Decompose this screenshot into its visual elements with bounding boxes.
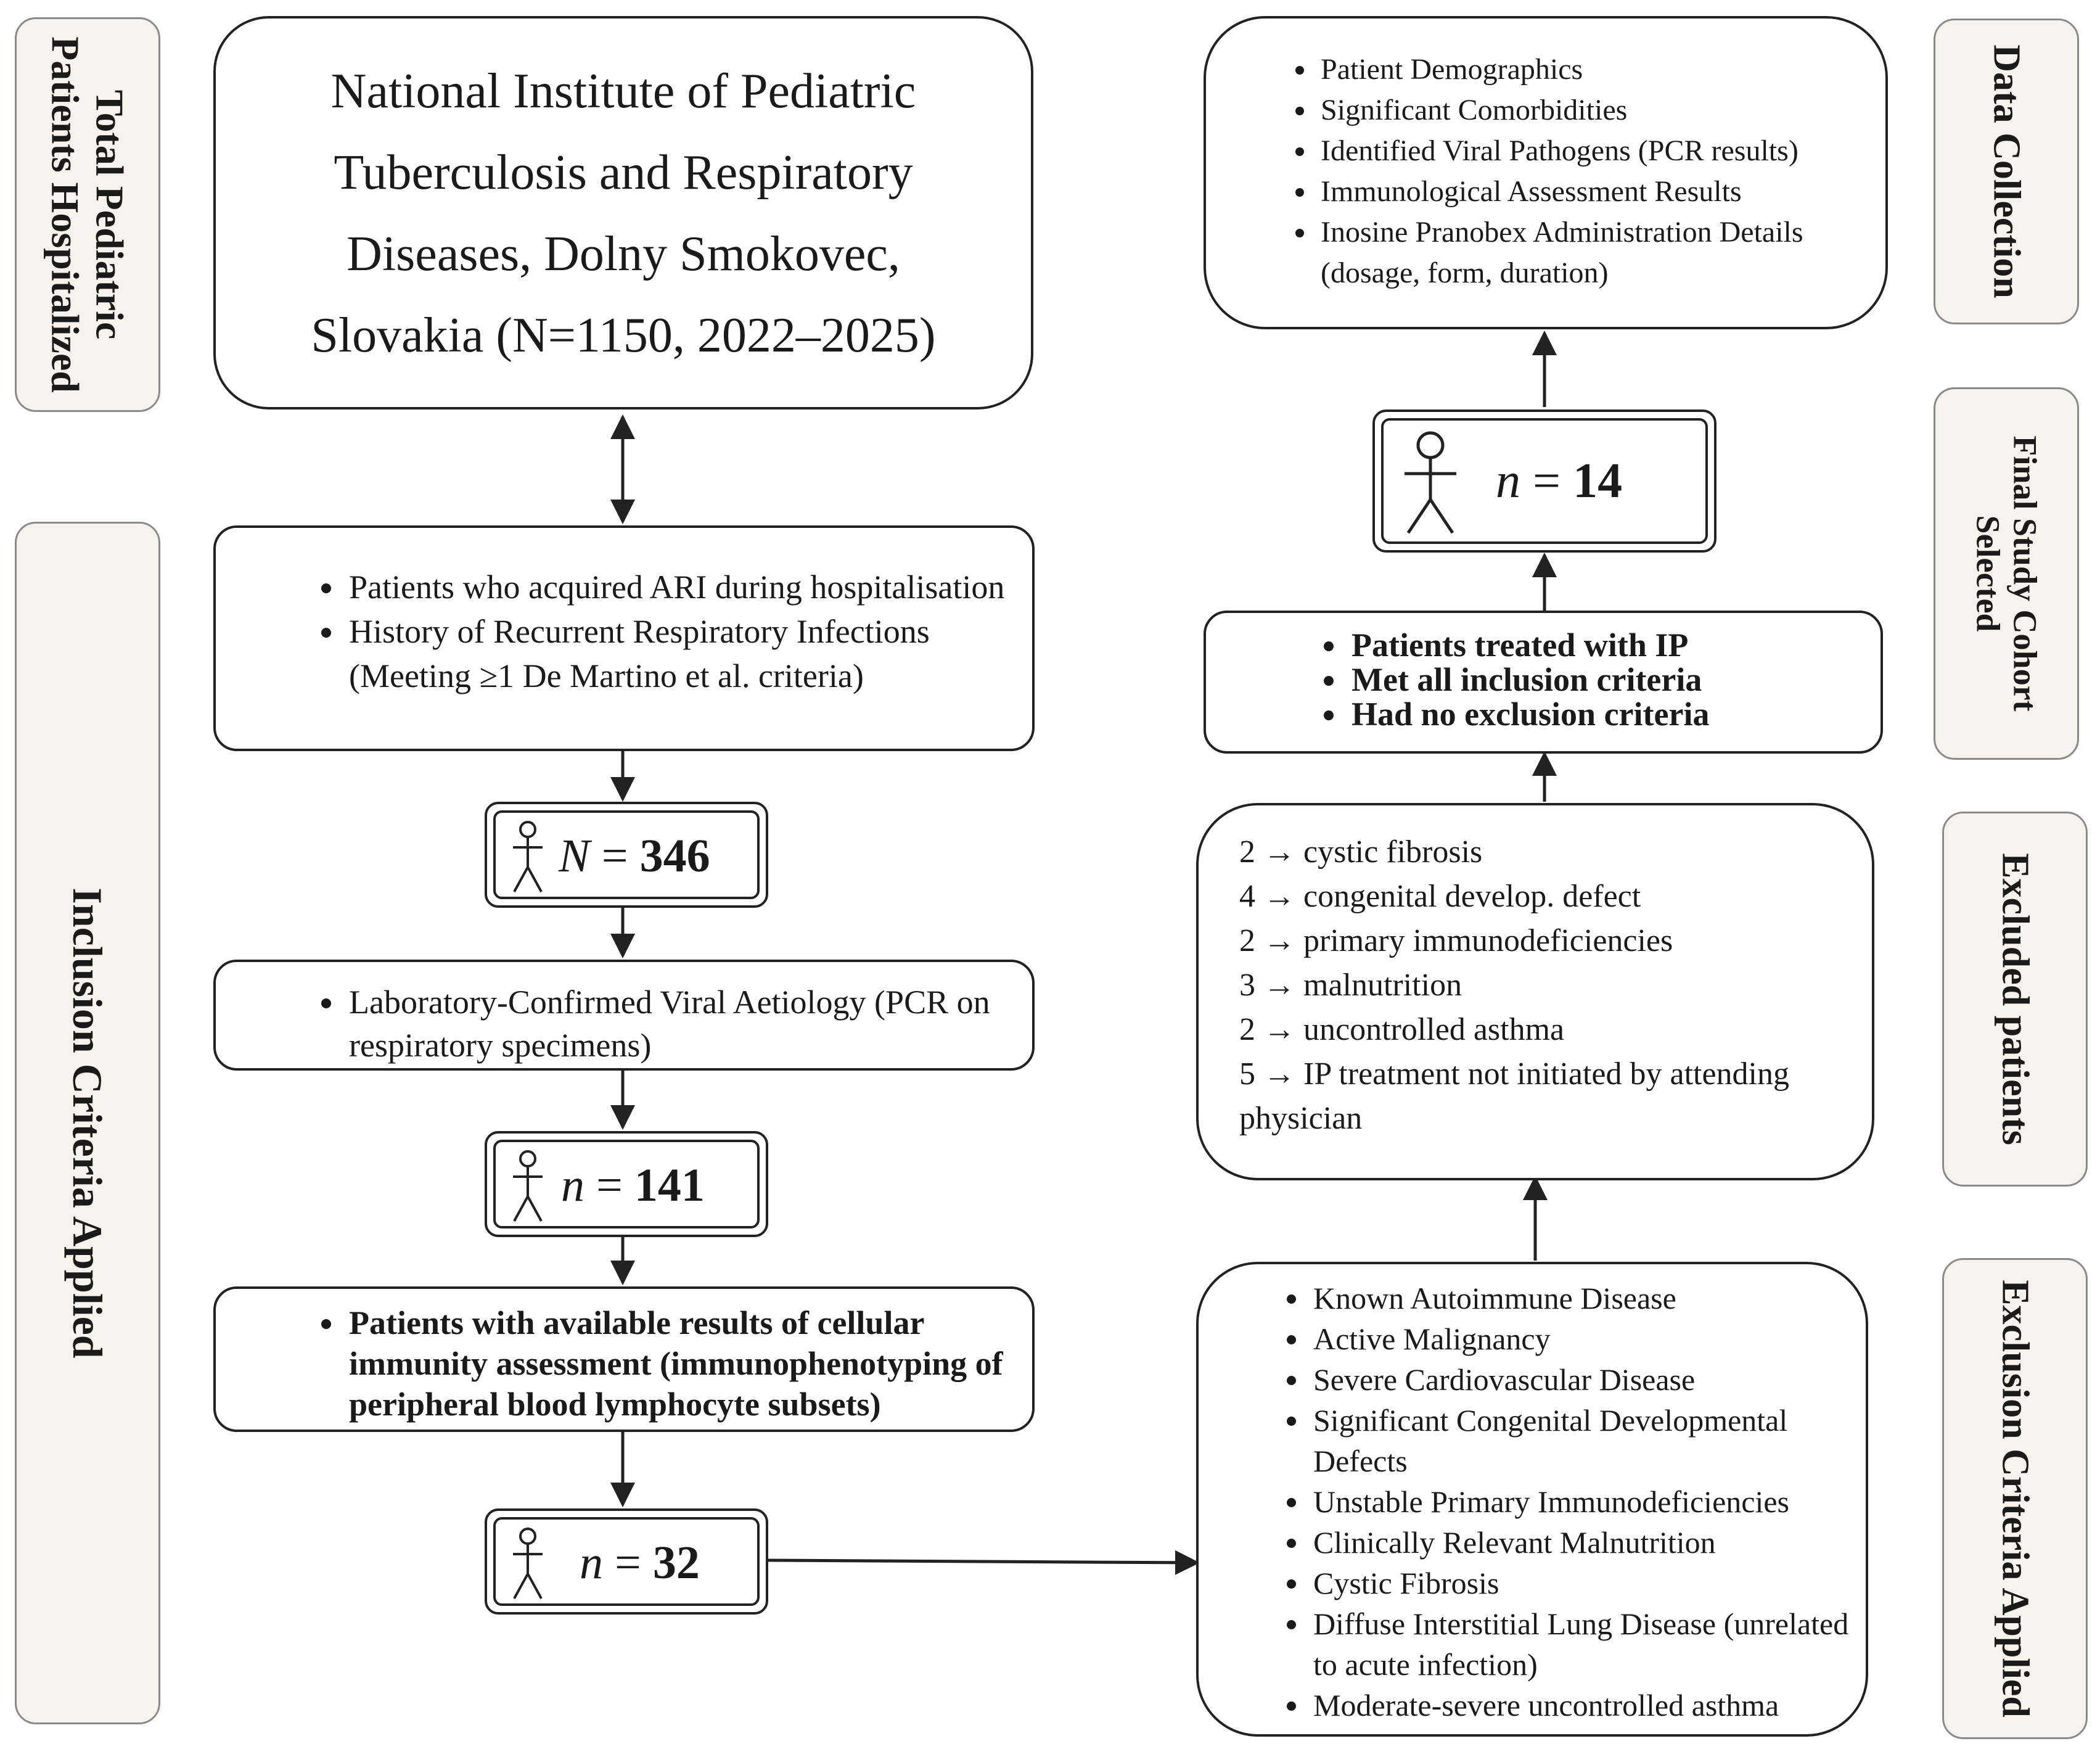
count-eq-346: = — [589, 830, 640, 882]
side-label-data-collection-text: Data Collection — [1985, 44, 2028, 298]
count-value-32: 32 — [652, 1537, 700, 1589]
count-label-141: n = 141 — [561, 1161, 705, 1210]
count-var-32: n — [580, 1537, 603, 1589]
side-label-final-line1: Final Study Cohort — [2006, 435, 2044, 712]
ip-treated-box: Patients treated with IP Met all inclusi… — [1204, 611, 1883, 754]
side-label-exclusion-text: Exclusion Criteria Applied — [1994, 1280, 2036, 1718]
data-collection-item: Inosine Pranobex Administration Details … — [1317, 212, 1877, 294]
institute-line-1: National Institute of Pediatric — [330, 64, 916, 118]
count-box-141: n = 141 — [485, 1131, 768, 1237]
excluded-item: 5 → IP treatment not initiated by attend… — [1239, 1056, 1789, 1136]
count-eq-32: = — [603, 1537, 653, 1589]
side-label-total-patients: Total Pediatric Patients Hospitalized — [15, 17, 160, 412]
side-label-total-line1: Total Pediatric — [88, 89, 132, 340]
count-var-346: N — [559, 830, 590, 882]
count-value-346: 346 — [639, 830, 710, 882]
exclusion-item: Diffuse Interstitial Lung Disease (unrel… — [1310, 1603, 1856, 1685]
person-icon — [513, 821, 543, 892]
final-count-var: n — [1496, 454, 1520, 508]
excluded-item: 2 → cystic fibrosis — [1239, 834, 1483, 870]
data-collection-item: Immunological Assessment Results — [1317, 171, 1877, 212]
exclusion-item: Clinically Relevant Malnutrition — [1310, 1522, 1856, 1563]
data-collection-item: Significant Comorbidities — [1317, 90, 1877, 131]
excluded-item: 2 → primary immunodeficiencies — [1239, 923, 1673, 958]
count-label-32: n = 32 — [580, 1538, 700, 1587]
criteria-item-immunity: Patients with available results of cellu… — [345, 1302, 1020, 1425]
side-label-final-cohort: Final Study Cohort Selected — [1934, 387, 2079, 760]
excluded-item: 3 → malnutrition — [1239, 968, 1462, 1003]
excluded-item: 2 → uncontrolled asthma — [1239, 1012, 1565, 1047]
side-label-data-collection: Data Collection — [1934, 19, 2079, 324]
side-label-inclusion: Inclusion Criteria Applied — [15, 522, 160, 1724]
criteria-item-ari: Patients who acquired ARI during hospita… — [345, 565, 1020, 609]
final-count-box: n = 14 — [1372, 409, 1717, 553]
count-value-141: 141 — [634, 1159, 705, 1211]
side-label-excluded: Excluded patients — [1942, 812, 2088, 1187]
excluded-item: 4 → congenital develop. defect — [1239, 879, 1641, 914]
criteria-item-viral: Laboratory-Confirmed Viral Aetiology (PC… — [345, 981, 1020, 1067]
count-label-346: N = 346 — [559, 831, 710, 881]
count-box-32: n = 32 — [485, 1508, 768, 1615]
excluded-patients-box: 2 → cystic fibrosis 4 → congenital devel… — [1196, 803, 1874, 1180]
side-label-inclusion-text: Inclusion Criteria Applied — [64, 887, 112, 1359]
institute-line-3: Diseases, Dolny Smokovec, — [347, 227, 900, 281]
criteria-item-recurrent: History of Recurrent Respiratory Infecti… — [345, 609, 1020, 698]
exclusion-item: Severe Cardiovascular Disease — [1310, 1359, 1856, 1400]
side-label-exclusion: Exclusion Criteria Applied — [1942, 1258, 2088, 1739]
ip-item: Met all inclusion criteria — [1348, 662, 1874, 697]
data-collection-item: Patient Demographics — [1317, 49, 1877, 90]
data-collection-item: Identified Viral Pathogens (PCR results) — [1317, 131, 1877, 171]
exclusion-item: Moderate-severe uncontrolled asthma — [1310, 1685, 1856, 1726]
side-label-total-line2: Patients Hospitalized — [44, 36, 88, 393]
criteria-viral-box: Laboratory-Confirmed Viral Aetiology (PC… — [213, 960, 1035, 1071]
data-collection-box: Patient Demographics Significant Comorbi… — [1204, 16, 1888, 329]
exclusion-criteria-box: Known Autoimmune Disease Active Malignan… — [1196, 1262, 1868, 1737]
final-count-eq: = — [1520, 454, 1573, 508]
count-eq-141: = — [584, 1159, 634, 1211]
person-icon — [513, 1150, 543, 1222]
exclusion-item: Significant Congenital Developmental Def… — [1310, 1400, 1856, 1481]
institute-line-4: Slovakia (N=1150, 2022–2025) — [311, 308, 936, 363]
person-icon — [1405, 431, 1456, 534]
final-count-label: n = 14 — [1496, 455, 1622, 507]
person-icon — [513, 1528, 543, 1599]
exclusion-item: Active Malignancy — [1310, 1319, 1856, 1359]
exclusion-item: Cystic Fibrosis — [1310, 1563, 1856, 1603]
count-box-346: N = 346 — [485, 802, 768, 908]
institute-line-2: Tuberculosis and Respiratory — [334, 146, 913, 200]
ip-item: Had no exclusion criteria — [1348, 697, 1874, 731]
exclusion-item: Known Autoimmune Disease — [1310, 1278, 1856, 1319]
criteria-ari-box: Patients who acquired ARI during hospita… — [213, 525, 1035, 751]
arrow-n32-exclusion — [764, 1550, 1200, 1575]
ip-item: Patients treated with IP — [1348, 628, 1874, 662]
side-label-final-line2: Selected — [1969, 515, 2006, 632]
count-var-141: n — [561, 1159, 584, 1211]
exclusion-item: Unstable Primary Immunodeficiencies — [1310, 1481, 1856, 1522]
institute-box: National Institute of Pediatric Tubercul… — [213, 16, 1033, 409]
final-count-value: 14 — [1573, 454, 1623, 508]
side-label-excluded-text: Excluded patients — [1994, 853, 2036, 1145]
criteria-immunity-box: Patients with available results of cellu… — [213, 1286, 1035, 1432]
